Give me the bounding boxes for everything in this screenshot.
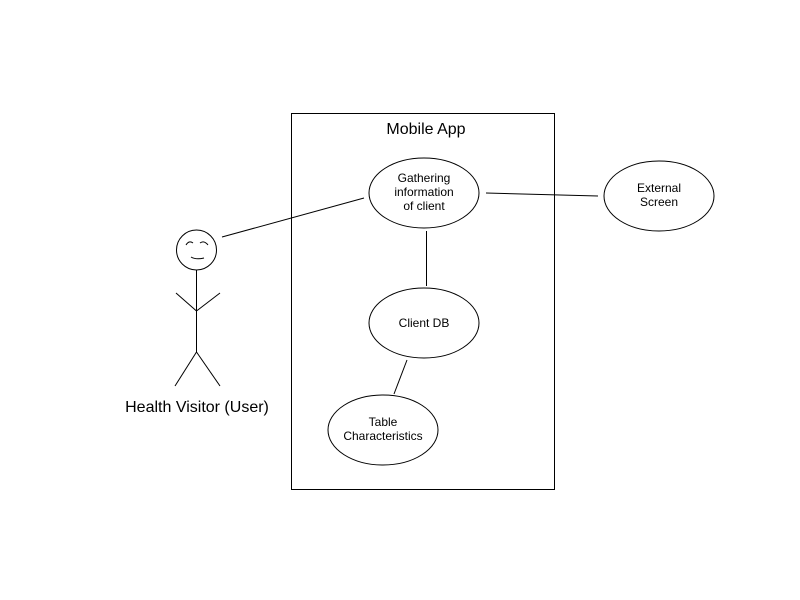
connector-gathering-external bbox=[485, 192, 599, 197]
use-case-gathering-line-1: Gathering bbox=[398, 171, 451, 185]
use-case-gathering-ellipse bbox=[368, 157, 480, 229]
use-case-external-line-2: Screen bbox=[640, 195, 678, 209]
use-case-table-line-2: Characteristics bbox=[343, 429, 422, 443]
actor-label: Health Visitor (User) bbox=[125, 399, 269, 416]
use-case-clientdb-ellipse bbox=[368, 287, 480, 359]
actor-leg-right bbox=[196, 351, 221, 387]
actor-arm-left bbox=[175, 292, 197, 312]
system-title: Mobile App bbox=[386, 121, 465, 138]
use-case-external-screen: External Screen bbox=[603, 160, 715, 232]
use-case-external-line-1: External bbox=[637, 181, 681, 195]
use-case-clientdb-line-1: Client DB bbox=[399, 316, 450, 330]
use-case-client-db: Client DB bbox=[368, 287, 480, 359]
actor-health-visitor bbox=[174, 229, 221, 387]
actor-face bbox=[185, 241, 209, 260]
connector-clientdb-table bbox=[393, 359, 408, 395]
system-boundary bbox=[291, 113, 555, 490]
connector-actor-gathering bbox=[221, 197, 365, 238]
actor-arm-right bbox=[196, 292, 221, 312]
use-case-table-ellipse bbox=[327, 394, 439, 466]
actor-head bbox=[176, 229, 217, 271]
actor-leg-left bbox=[174, 351, 197, 387]
use-case-table-characteristics: Table Characteristics bbox=[327, 394, 439, 466]
use-case-gathering-line-3: of client bbox=[403, 199, 445, 213]
use-case-table-line-1: Table bbox=[369, 415, 398, 429]
use-case-gathering-line-2: information bbox=[394, 185, 453, 199]
use-case-external-ellipse bbox=[603, 160, 715, 232]
use-case-gathering-information: Gathering information of client bbox=[368, 157, 480, 229]
